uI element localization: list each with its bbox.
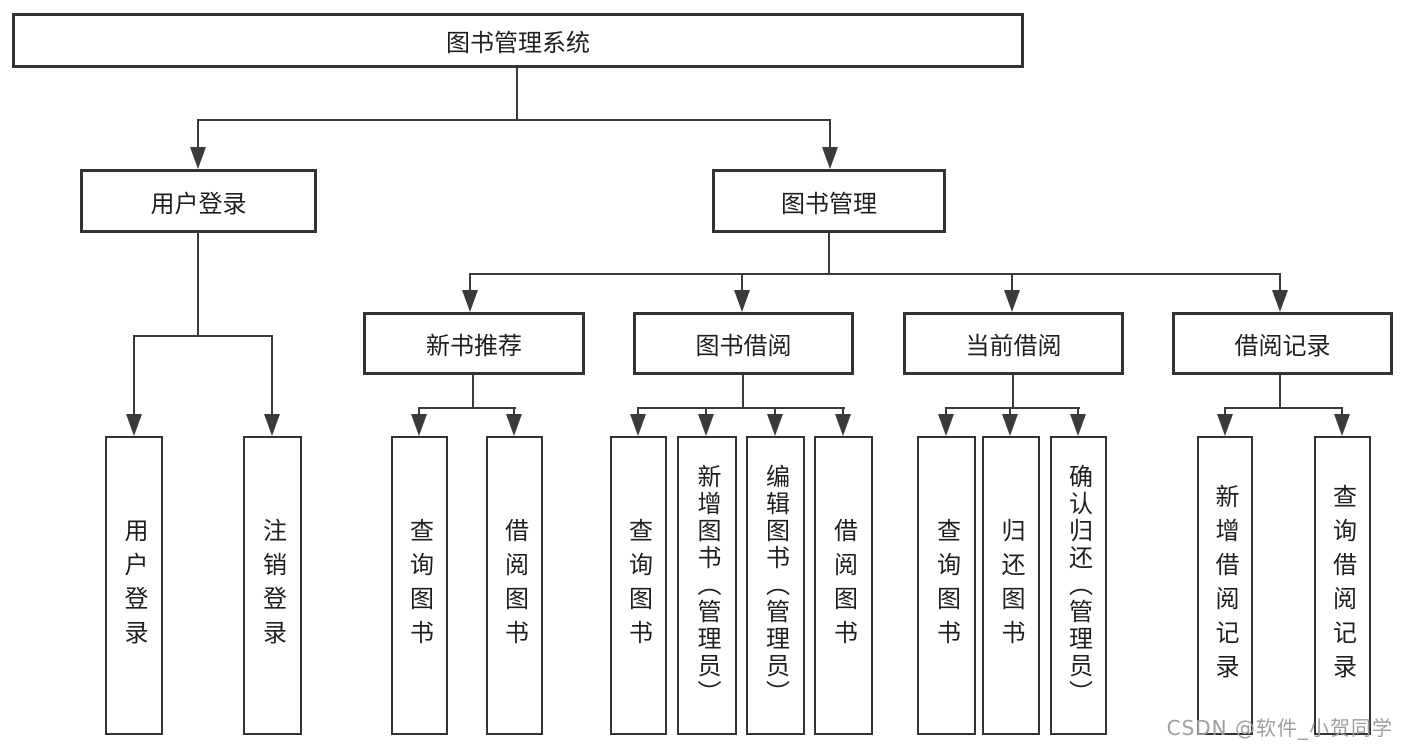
connector-line — [1009, 409, 1011, 417]
node-label: 图书管理系统 — [446, 29, 590, 57]
node-leaf-logout: 注销登录 — [243, 436, 302, 735]
connector-line — [637, 409, 639, 417]
arrowhead-down-icon — [506, 414, 522, 436]
connector-line — [513, 409, 515, 417]
connector-line — [1224, 409, 1226, 417]
node-label: 新书推荐 — [426, 332, 522, 360]
connector-line — [637, 407, 845, 409]
node-label: 用户登录 — [150, 189, 247, 218]
node-leaf-query-borrow-record: 查询借阅记录 — [1314, 436, 1371, 735]
node-label: 确认归还（管理员） — [1064, 464, 1093, 707]
arrowhead-down-icon — [630, 414, 646, 436]
arrowhead-down-icon — [190, 147, 206, 169]
arrowhead-down-icon — [1070, 414, 1086, 436]
connector-line — [472, 375, 474, 407]
connector-line — [1012, 375, 1014, 407]
connector-line — [1011, 275, 1013, 292]
connector-line — [945, 407, 1080, 409]
arrowhead-down-icon — [835, 414, 851, 436]
node-label: 借阅图书 — [500, 517, 529, 654]
connector-line — [1279, 375, 1281, 407]
connector-line — [469, 275, 471, 292]
node-label: 注销登录 — [258, 517, 287, 654]
arrowhead-down-icon — [734, 290, 750, 312]
node-label: 图书借阅 — [695, 332, 792, 360]
connector-line — [774, 409, 776, 417]
csdn-watermark: CSDN @软件_小贺同学 — [1166, 716, 1393, 740]
node-label: 查询图书 — [405, 517, 434, 654]
connector-line — [418, 407, 516, 409]
arrowhead-down-icon — [767, 414, 783, 436]
arrowhead-down-icon — [1272, 290, 1288, 312]
node-current-borrowing: 当前借阅 — [903, 312, 1124, 375]
node-label: 借阅图书 — [829, 517, 858, 654]
connector-line — [133, 335, 273, 337]
connector-line — [469, 273, 1281, 275]
arrowhead-down-icon — [938, 414, 954, 436]
node-label: 用户登录 — [120, 517, 148, 654]
connector-line — [516, 68, 518, 119]
node-label: 当前借阅 — [965, 332, 1062, 360]
node-label: 查询图书 — [932, 517, 961, 654]
arrowhead-down-icon — [1002, 414, 1018, 436]
arrowhead-down-icon — [411, 414, 427, 436]
connector-line — [271, 337, 273, 416]
connector-line — [705, 409, 707, 417]
node-leaf-borrow-book-recommend: 借阅图书 — [486, 436, 543, 735]
arrowhead-down-icon — [462, 290, 478, 312]
node-book-management: 图书管理 — [712, 169, 946, 233]
node-user-login: 用户登录 — [80, 169, 317, 233]
node-leaf-add-book-admin: 新增图书（管理员） — [677, 436, 737, 735]
node-label: 图书管理 — [781, 189, 877, 218]
node-label: 归还图书 — [997, 517, 1025, 654]
node-label: 新增借阅记录 — [1211, 483, 1239, 688]
connector-line — [842, 409, 844, 417]
node-label: 查询借阅记录 — [1328, 483, 1357, 688]
node-leaf-add-borrow-record: 新增借阅记录 — [1197, 436, 1253, 735]
node-leaf-return-book: 归还图书 — [982, 436, 1040, 735]
node-label: 编辑图书（管理员） — [761, 464, 790, 707]
arrowhead-down-icon — [1217, 414, 1233, 436]
node-leaf-borrow-book-borrowing: 借阅图书 — [814, 436, 873, 735]
node-leaf-query-book-recommend: 查询图书 — [391, 436, 448, 735]
arrowhead-down-icon — [822, 147, 838, 169]
node-borrow-records: 借阅记录 — [1172, 312, 1393, 375]
node-leaf-confirm-return-admin: 确认归还（管理员） — [1050, 436, 1107, 735]
connector-line — [945, 409, 947, 417]
connector-line — [197, 232, 199, 335]
connector-line — [828, 233, 830, 273]
node-label: 查询图书 — [624, 517, 653, 654]
connector-line — [418, 409, 420, 417]
arrowhead-down-icon — [264, 414, 280, 436]
arrowhead-down-icon — [1334, 414, 1350, 436]
arrowhead-down-icon — [126, 414, 142, 436]
node-leaf-query-book-borrowing: 查询图书 — [610, 436, 667, 735]
node-leaf-edit-book-admin: 编辑图书（管理员） — [746, 436, 805, 735]
connector-line — [133, 337, 135, 416]
connector-line — [1341, 409, 1343, 417]
connector-line — [829, 121, 831, 149]
connector-line — [1224, 407, 1343, 409]
connector-line — [1279, 275, 1281, 292]
arrowhead-down-icon — [698, 414, 714, 436]
node-system-root: 图书管理系统 — [12, 13, 1024, 68]
node-leaf-user-login: 用户登录 — [105, 436, 163, 735]
connector-line — [1077, 409, 1079, 417]
node-leaf-query-book-current: 查询图书 — [917, 436, 976, 735]
connector-line — [197, 119, 831, 121]
connector-line — [197, 121, 199, 149]
connector-line — [741, 275, 743, 292]
arrowhead-down-icon — [1004, 290, 1020, 312]
node-label: 借阅记录 — [1234, 332, 1331, 360]
node-label: 新增图书（管理员） — [693, 464, 721, 707]
node-new-book-recommend: 新书推荐 — [363, 312, 585, 375]
node-book-borrowing: 图书借阅 — [633, 312, 854, 375]
connector-line — [742, 375, 744, 407]
